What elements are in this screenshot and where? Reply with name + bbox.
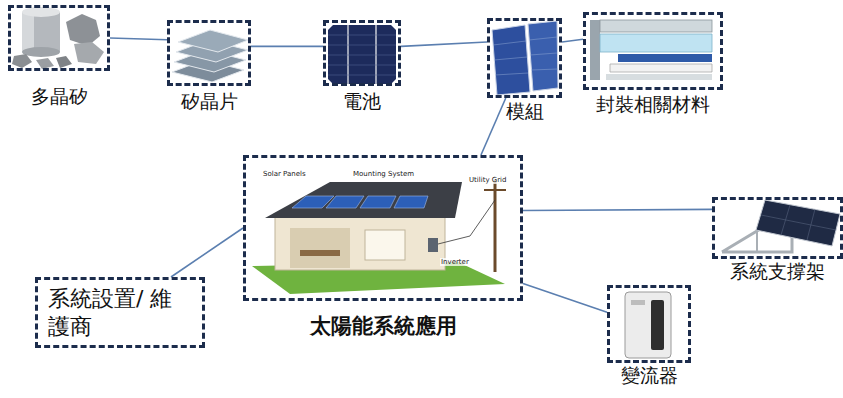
connector-line: [523, 283, 607, 312]
module-picture: [492, 21, 558, 95]
support-frame-picture: [722, 200, 840, 252]
node-label: 電池: [343, 89, 381, 115]
connector-line: [171, 228, 243, 277]
connector-line: [251, 46, 323, 48]
connector-line: [110, 38, 167, 40]
node-label: 太陽能系統應用: [310, 312, 457, 340]
node-label: 多晶矽: [31, 84, 88, 110]
connector-line: [481, 98, 506, 155]
node-text: 系統設置/ 維護商: [48, 285, 192, 340]
wafer-box: 矽晶片: [167, 20, 251, 86]
node-label: 系統支撐架: [730, 259, 825, 285]
illustration-label: Mounting System: [352, 170, 415, 178]
polysilicon-box: 多晶矽: [8, 5, 110, 71]
polysilicon-picture: [12, 7, 104, 69]
node-label: 變流器: [621, 363, 678, 389]
illustration-label: Utility Grid: [468, 176, 508, 184]
connector-line: [562, 39, 583, 42]
illustration-label: Inverter: [440, 258, 470, 266]
wafer-picture: [172, 30, 248, 82]
node-label: 模組: [506, 99, 544, 125]
cell-box: 電池: [323, 20, 401, 86]
node-label: 矽晶片: [181, 89, 238, 115]
encapsulation-box: 封裝相關材料: [583, 12, 723, 90]
house-picture: [252, 180, 506, 294]
node-label: 封裝相關材料: [596, 92, 710, 118]
module-box: 模組: [487, 18, 562, 98]
illustration-label: Solar Panels: [262, 170, 307, 178]
support-box: 系統支撐架: [712, 197, 843, 259]
installer-box: 系統設置/ 維護商: [35, 277, 205, 348]
connector-line: [523, 209, 712, 210]
cell-picture: [328, 25, 396, 84]
connector-line: [401, 42, 487, 46]
inverter-picture: [625, 292, 671, 358]
inverter-box: 變流器: [607, 285, 691, 363]
encapsulation-picture: [590, 20, 712, 80]
